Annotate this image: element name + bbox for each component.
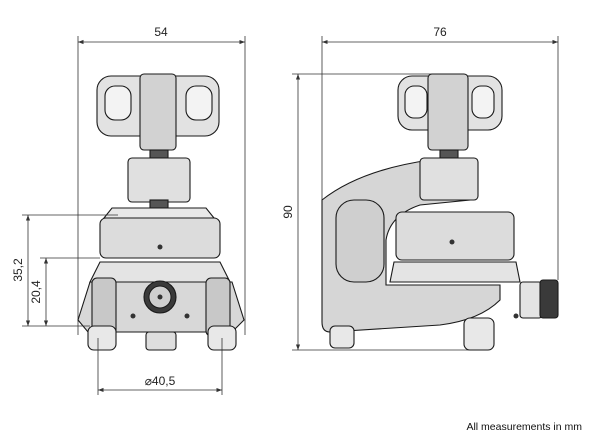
front-view: 54 (11, 25, 246, 395)
knob-front (96, 73, 220, 151)
clamp-body-front (99, 217, 221, 259)
column-side (419, 157, 479, 201)
dimension-label-diameter: ⌀40,5 (145, 374, 176, 388)
clamp-body-side (395, 211, 515, 261)
screw-front (149, 149, 169, 159)
side-view: 76 90 (281, 25, 559, 351)
knob-side (397, 73, 503, 151)
dimension-label-front-width: 54 (154, 25, 168, 39)
dimension-label-base-height: 20,4 (29, 280, 43, 304)
units-footnote: All measurements in mm (466, 421, 582, 433)
dimension-label-top-plate-height: 35,2 (11, 258, 25, 282)
frame-window-side (335, 199, 385, 283)
lock-knob-side (519, 281, 543, 319)
top-plate-front (102, 207, 216, 219)
dimension-label-total-height: 90 (281, 205, 295, 219)
dimension-label-side-width: 76 (433, 25, 447, 39)
column-front (127, 157, 191, 203)
